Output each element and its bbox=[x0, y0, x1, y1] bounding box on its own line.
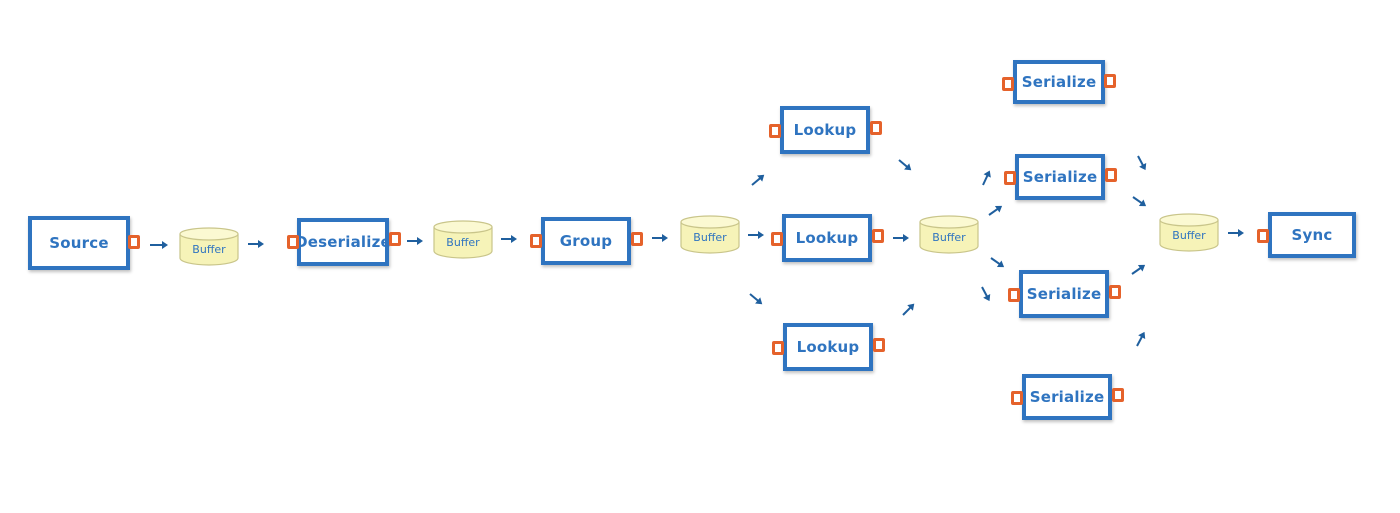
lookup-mid-label: Lookup bbox=[795, 229, 859, 247]
serialize-1-input-port bbox=[1002, 77, 1014, 91]
arrow-serialize-2-to-buffer5 bbox=[1132, 196, 1146, 206]
arrow-buffer3-to-lookup-mid bbox=[748, 231, 764, 239]
lookup-bot-input-port bbox=[772, 341, 784, 355]
arrow-buffer5-to-sync bbox=[1228, 229, 1244, 237]
deserialize-block: Deserialize bbox=[295, 218, 391, 266]
serialize-1-output-port bbox=[1104, 74, 1116, 88]
arrow-serialize-1-to-buffer5 bbox=[1137, 155, 1146, 169]
lookup-top-block: Lookup bbox=[780, 106, 870, 154]
source-block: Source bbox=[28, 216, 130, 270]
lookup-top-output-port bbox=[870, 121, 882, 135]
arrow-buffer4-to-serialize-1 bbox=[982, 171, 990, 186]
arrow-serialize-3-to-buffer5 bbox=[1131, 265, 1145, 275]
serialize-3-label: Serialize bbox=[1026, 285, 1102, 303]
lookup-mid-output-port bbox=[872, 229, 884, 243]
lookup-bot-block: Lookup bbox=[783, 323, 873, 371]
arrow-buffer2-to-group bbox=[501, 235, 517, 243]
arrow-serialize-4-to-buffer5 bbox=[1136, 333, 1145, 347]
serialize-3-output-port bbox=[1109, 285, 1121, 299]
serialize-4-input-port bbox=[1011, 391, 1023, 405]
serialize-2-block: Serialize bbox=[1015, 154, 1105, 200]
buffer-4-label: Buffer bbox=[932, 231, 966, 244]
serialize-2-input-port bbox=[1004, 171, 1016, 185]
deserialize-label: Deserialize bbox=[295, 233, 391, 251]
buffer-cylinder-icon bbox=[433, 220, 493, 259]
arrow-lookup-mid-to-buffer4 bbox=[893, 234, 909, 242]
arrow-buffer4-to-serialize-3 bbox=[990, 257, 1004, 267]
buffer-2: Buffer bbox=[432, 219, 494, 261]
deserialize-output-port bbox=[389, 232, 401, 246]
serialize-2-output-port bbox=[1105, 168, 1117, 182]
sync-block: Sync bbox=[1268, 212, 1356, 258]
arrow-buffer3-to-lookup-bot bbox=[749, 293, 762, 304]
buffer-3-label: Buffer bbox=[693, 231, 727, 244]
arrow-group-to-buffer3 bbox=[652, 234, 668, 242]
serialize-1-label: Serialize bbox=[1021, 73, 1097, 91]
arrow-buffer4-to-serialize-2 bbox=[988, 206, 1002, 216]
serialize-3-block: Serialize bbox=[1019, 270, 1109, 318]
group-block: Group bbox=[541, 217, 631, 265]
serialize-4-output-port bbox=[1112, 388, 1124, 402]
buffer-cylinder-icon bbox=[1159, 213, 1219, 252]
buffer-2-label: Buffer bbox=[446, 236, 480, 249]
lookup-mid-block: Lookup bbox=[782, 214, 872, 262]
sync-input-port bbox=[1257, 229, 1269, 243]
arrow-buffer4-to-serialize-4 bbox=[981, 286, 990, 300]
buffer-5: Buffer bbox=[1158, 212, 1220, 254]
buffer-cylinder-icon bbox=[919, 215, 979, 254]
source-output-port bbox=[128, 235, 140, 249]
lookup-bot-output-port bbox=[873, 338, 885, 352]
lookup-top-input-port bbox=[769, 124, 781, 138]
serialize-3-input-port bbox=[1008, 288, 1020, 302]
lookup-mid-input-port bbox=[771, 232, 783, 246]
group-label: Group bbox=[559, 232, 613, 250]
group-output-port bbox=[631, 232, 643, 246]
buffer-cylinder-icon bbox=[680, 215, 740, 254]
buffer-4: Buffer bbox=[918, 214, 980, 256]
arrow-deserialize-to-buffer2 bbox=[407, 237, 423, 245]
buffer-5-label: Buffer bbox=[1172, 229, 1206, 242]
group-input-port bbox=[530, 234, 542, 248]
arrow-buffer3-to-lookup-top bbox=[751, 175, 764, 186]
deserialize-input-port bbox=[287, 235, 299, 249]
serialize-1-block: Serialize bbox=[1013, 60, 1105, 104]
serialize-4-block: Serialize bbox=[1022, 374, 1112, 420]
buffer-1-label: Buffer bbox=[192, 243, 226, 256]
buffer-1: Buffer bbox=[178, 226, 240, 268]
arrow-lookup-bot-to-buffer4 bbox=[902, 304, 914, 316]
sync-label: Sync bbox=[1291, 226, 1333, 244]
arrow-buffer1-to-deserialize bbox=[248, 240, 264, 248]
lookup-top-label: Lookup bbox=[793, 121, 857, 139]
arrow-lookup-top-to-buffer4 bbox=[898, 159, 911, 170]
source-label: Source bbox=[49, 234, 109, 252]
buffer-cylinder-icon bbox=[179, 227, 239, 266]
arrow-source-to-buffer1 bbox=[150, 241, 168, 249]
serialize-2-label: Serialize bbox=[1022, 168, 1098, 186]
buffer-3: Buffer bbox=[679, 214, 741, 256]
lookup-bot-label: Lookup bbox=[796, 338, 860, 356]
serialize-4-label: Serialize bbox=[1029, 388, 1105, 406]
